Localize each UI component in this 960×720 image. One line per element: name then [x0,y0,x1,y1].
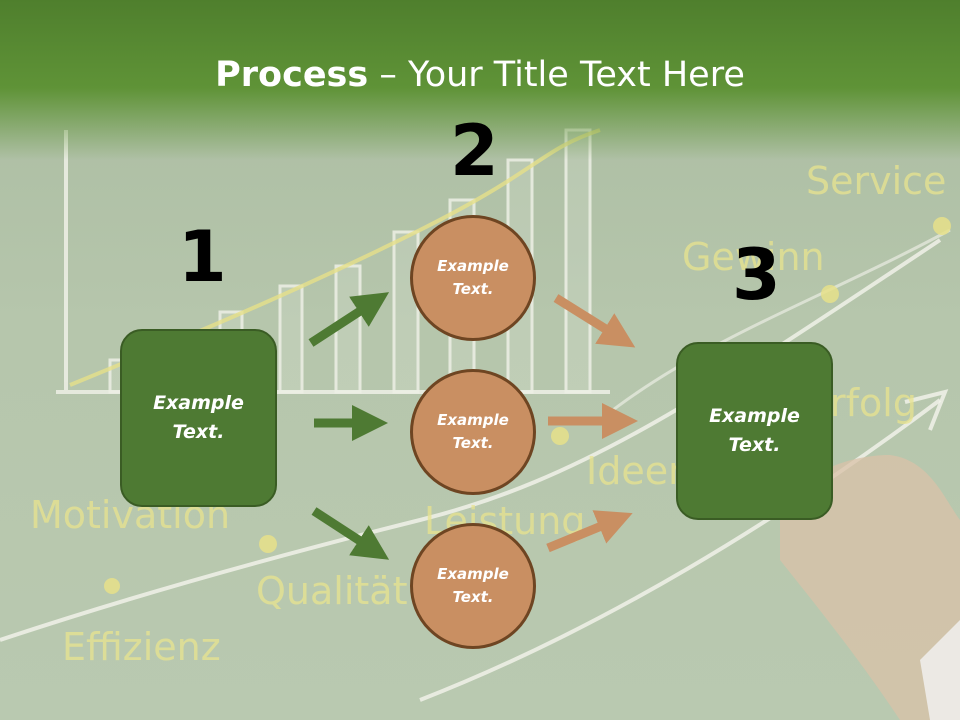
arrow-orange-up [546,510,633,553]
step-3-box[interactable]: Example Text. [676,342,833,520]
arrow-green-up [308,292,390,347]
word-qualitaet: Qualität [256,569,407,613]
header-band [0,0,960,160]
word-service: Service [806,159,946,203]
arrow-orange-down [553,294,636,348]
arrow-green-down [311,507,390,560]
step-2-number: 2 [450,110,499,192]
circle-top-text: Example Text. [437,257,509,298]
step-2-circle-bottom[interactable]: Example Text. [410,523,536,649]
circle-bottom-text: Example Text. [437,565,509,606]
title-bold: Process [215,55,369,95]
page-title: Process – Your Title Text Here [0,52,960,98]
title-rest: – Your Title Text Here [368,55,745,95]
word-gewinn: Gewinn [682,235,825,279]
step-1-number: 1 [178,216,227,298]
hand-image [780,455,960,720]
step-1-box[interactable]: Example Text. [120,329,277,507]
step-1-text: Example Text. [153,392,244,443]
word-effizienz: Effizienz [62,625,221,669]
word-ideen: Ideen [586,449,692,493]
step-2-circle-middle[interactable]: Example Text. [410,369,536,495]
step-3-text: Example Text. [709,405,800,456]
step-3-number: 3 [732,234,781,316]
circle-middle-text: Example Text. [437,411,509,452]
step-2-circle-top[interactable]: Example Text. [410,215,536,341]
